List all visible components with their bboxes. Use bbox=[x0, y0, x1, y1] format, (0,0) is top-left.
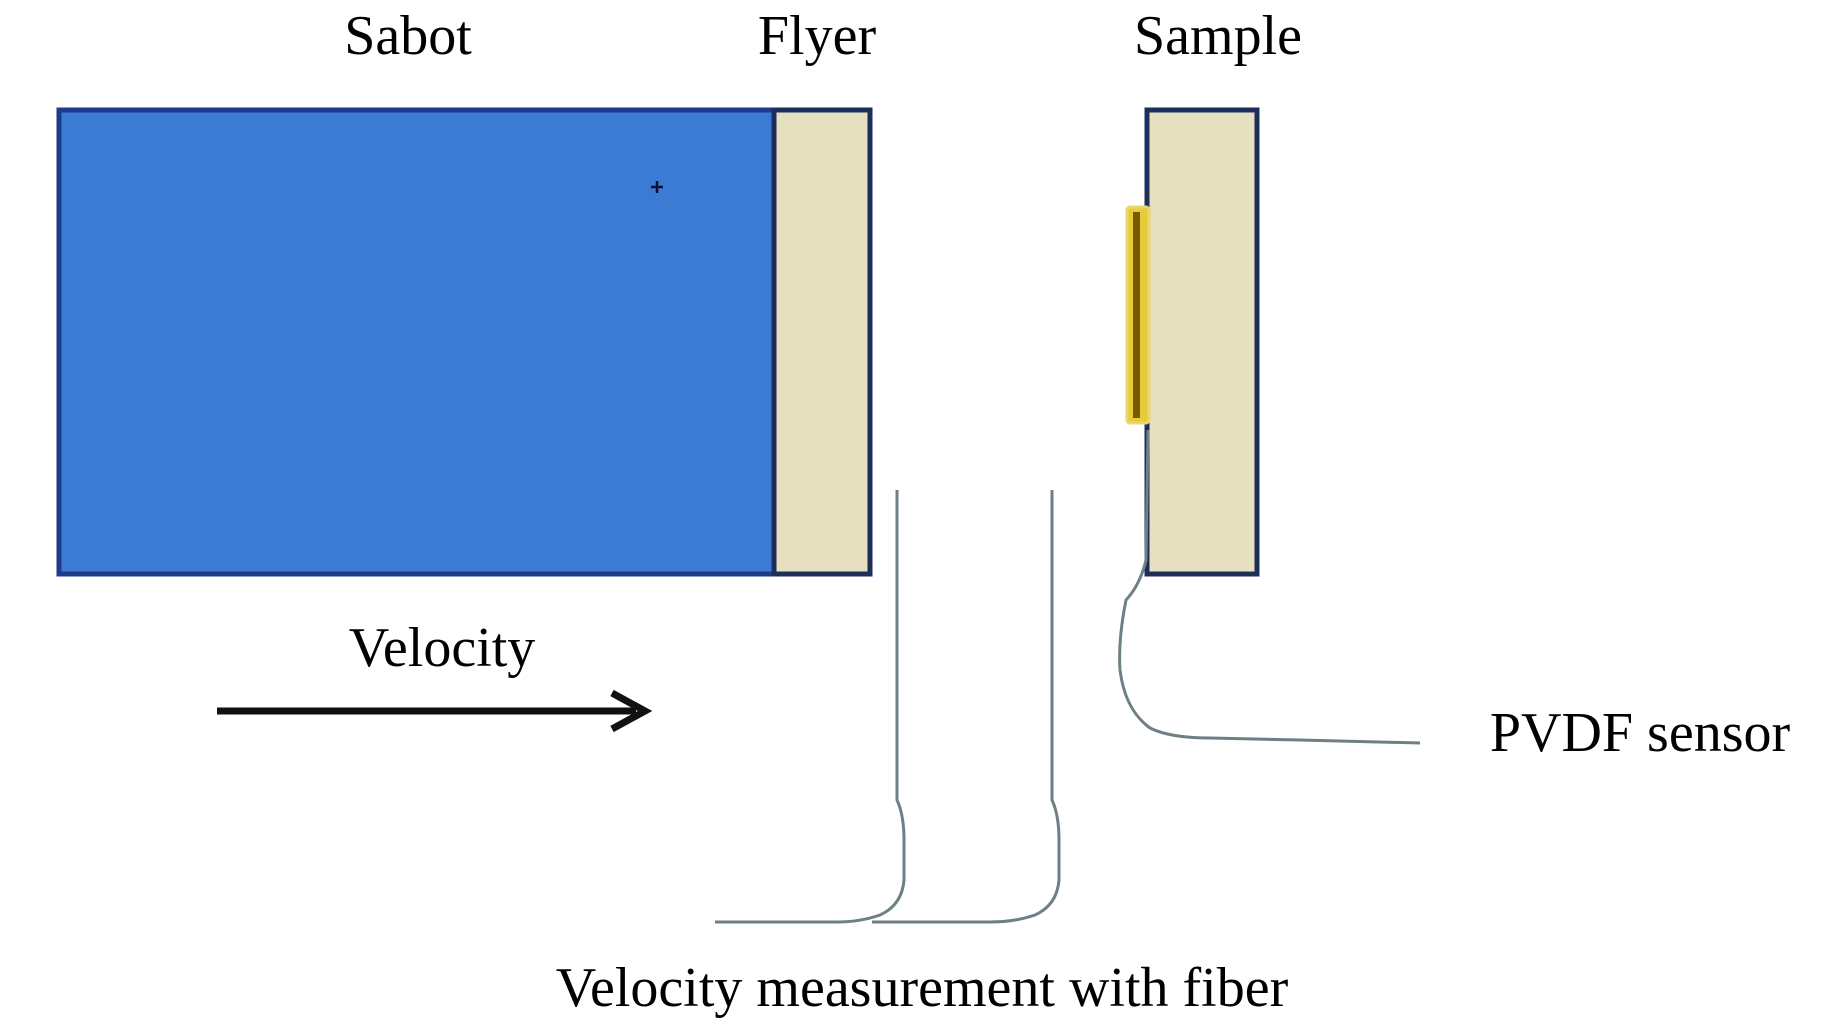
fiber-1 bbox=[715, 490, 906, 924]
sabot-label: Sabot bbox=[344, 5, 472, 67]
velocity-label: Velocity bbox=[348, 617, 536, 679]
sample-plate bbox=[1144, 107, 1260, 577]
pvdf-sensor-wire bbox=[1118, 429, 1421, 745]
arrow-right-icon bbox=[217, 689, 653, 733]
sample-label: Sample bbox=[1134, 5, 1302, 67]
pvdf-sensor-label: PVDF sensor bbox=[1489, 702, 1791, 764]
sabot-block bbox=[56, 107, 777, 577]
flyer-label: Flyer bbox=[757, 5, 877, 67]
flyer-plate bbox=[771, 107, 873, 577]
crosshair-icon bbox=[651, 181, 663, 193]
pvdf-sensor-core bbox=[1133, 212, 1140, 418]
fiber-2 bbox=[872, 490, 1061, 924]
fiber-measurement-label: Velocity measurement with fiber bbox=[555, 957, 1289, 1019]
